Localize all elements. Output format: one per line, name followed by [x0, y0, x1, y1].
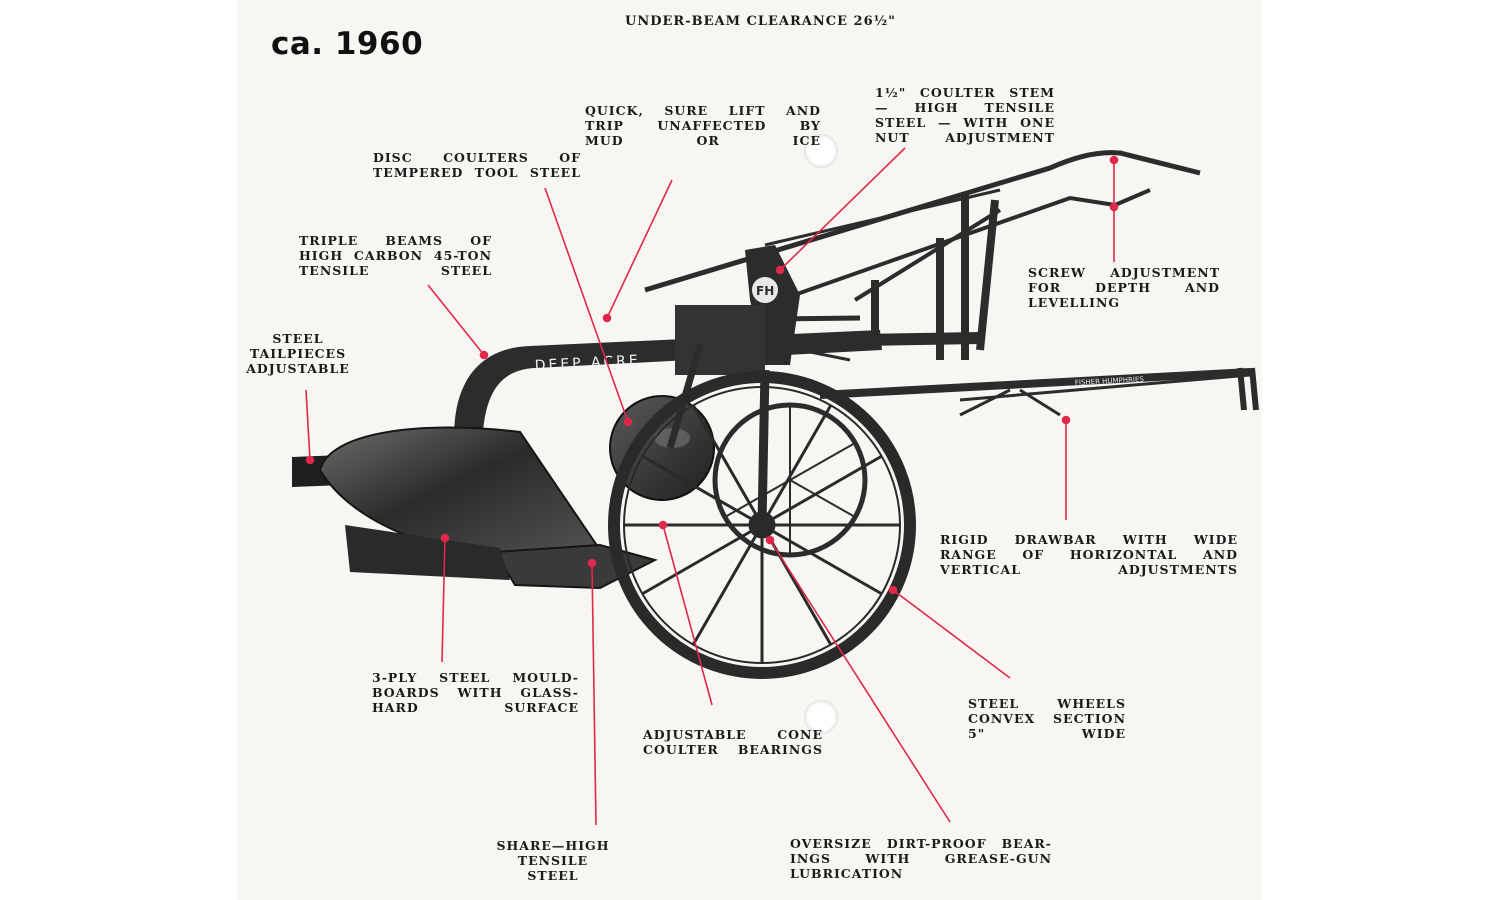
era-label: ca. 1960 [271, 26, 424, 62]
punch-hole-top [804, 134, 838, 168]
beam-lettering: DEEP ACRE [534, 352, 641, 374]
front-wheel [608, 369, 916, 679]
beam [454, 330, 882, 455]
rear-wheel [712, 402, 868, 558]
punch-hole-bottom [804, 700, 838, 734]
callout-tailpieces: STEEL TAILPIECES ADJUSTABLE [246, 331, 350, 376]
leader-lines [305, 147, 1119, 826]
callout-mouldboards: 3-PLY STEEL MOULD- BOARDS WITH GLASS- HA… [372, 670, 579, 715]
callout-share: SHARE—HIGH TENSILE STEEL [496, 838, 610, 883]
callout-disc-coulters: DISC COULTERS OF TEMPERED TOOL STEEL [373, 150, 581, 180]
drawbar [819, 367, 1259, 417]
drawbar-lettering: FISHER HUMPHRIES [1075, 375, 1145, 387]
callout-wheels: STEEL WHEELS CONVEX SECTION 5" WIDE [968, 696, 1126, 741]
handle-rod [644, 150, 1201, 302]
header-label: UNDER-BEAM CLEARANCE 26½" [625, 14, 896, 29]
callout-coulter-stem: 1½" COULTER STEM — HIGH TENSILE STEEL — … [875, 85, 1055, 145]
callout-drawbar: RIGID DRAWBAR WITH WIDE RANGE OF HORIZON… [940, 532, 1238, 577]
badge-lettering: FH [756, 284, 774, 298]
callout-triple-beams: TRIPLE BEAMS OF HIGH CARBON 45-TON TENSI… [299, 233, 492, 278]
callout-coulter-bearings: ADJUSTABLE CONE COULTER BEARINGS [643, 727, 823, 757]
callout-quick-lift: QUICK, SURE LIFT AND TRIP UNAFFECTED BY … [585, 103, 821, 148]
landside [345, 525, 510, 580]
callout-screw-adjustment: SCREW ADJUSTMENT FOR DEPTH AND LEVELLING [1028, 265, 1220, 310]
lift-bracket [675, 245, 800, 375]
callout-bearings: OVERSIZE DIRT-PROOF BEAR- INGS WITH GREA… [790, 836, 1052, 881]
